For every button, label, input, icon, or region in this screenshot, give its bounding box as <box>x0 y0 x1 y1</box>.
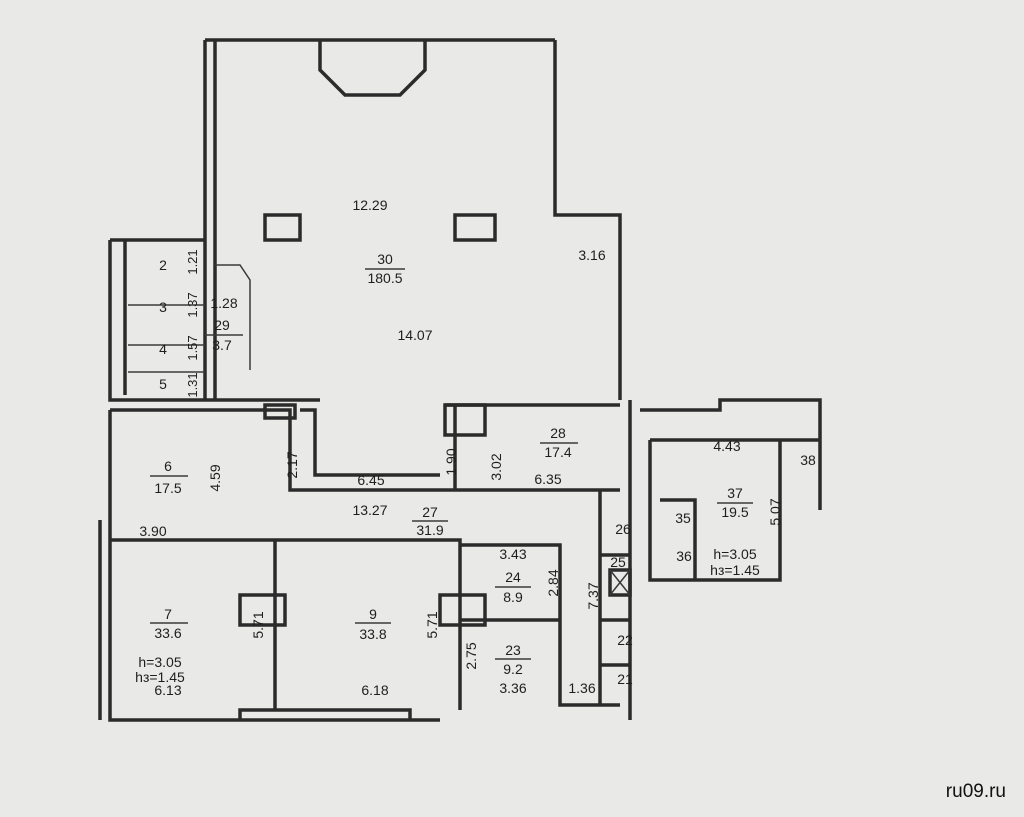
room-number: 29 <box>214 317 230 333</box>
room-number: 6 <box>164 458 172 474</box>
room-area: 17.4 <box>544 444 571 460</box>
wall-segment <box>108 238 320 402</box>
room-area: 33.8 <box>359 626 386 642</box>
dim-label: 3.43 <box>499 546 526 562</box>
room-number: 38 <box>800 452 816 468</box>
room-number: 27 <box>422 504 438 520</box>
walls <box>98 38 822 722</box>
dim-label: 13.27 <box>352 502 387 518</box>
room-area: 180.5 <box>367 270 402 286</box>
ceiling-height: h=3.05 <box>138 654 181 670</box>
wall-segment <box>203 38 622 400</box>
wall-segment <box>238 213 497 627</box>
room-area: 19.5 <box>721 504 748 520</box>
room-number: 3 <box>159 299 167 315</box>
room-number: 24 <box>505 569 521 585</box>
room-area: 3.7 <box>212 337 232 353</box>
dim-label: 1.37 <box>185 292 200 317</box>
dim-label: 5.71 <box>424 611 440 638</box>
room-area: 17.5 <box>154 480 181 496</box>
room-number: 35 <box>675 510 691 526</box>
room-area: 33.6 <box>154 625 181 641</box>
dim-label: 12.29 <box>352 197 387 213</box>
ceiling-height: hз=1.45 <box>135 669 185 685</box>
room-number: 5 <box>159 376 167 392</box>
dim-label: 4.59 <box>207 464 223 491</box>
room-number: 7 <box>164 606 172 622</box>
room-number: 22 <box>617 632 633 648</box>
room-number: 28 <box>550 425 566 441</box>
watermark: ru09.ru <box>945 781 1006 802</box>
dim-label: 3.90 <box>139 523 166 539</box>
dim-label: 3.16 <box>578 247 605 263</box>
dim-label: 1.36 <box>568 680 595 696</box>
room-number: 26 <box>615 521 631 537</box>
wall-segment <box>128 304 205 373</box>
room-number: 37 <box>727 485 743 501</box>
wall-segment <box>318 40 427 97</box>
wall-segment <box>300 403 620 490</box>
dim-label: 3.02 <box>488 453 504 480</box>
wall-segment <box>640 398 822 582</box>
dim-label: 7.37 <box>585 582 601 609</box>
dim-label: 5.07 <box>767 498 783 525</box>
room-number: 9 <box>369 606 377 622</box>
room-area: 31.9 <box>416 522 443 538</box>
room-number: 30 <box>377 251 393 267</box>
dim-label: 6.35 <box>534 471 561 487</box>
room-labels: 12.29 30 180.5 14.07 3.16 2 3 4 5 1.21 1… <box>135 197 816 698</box>
dim-label: 1.31 <box>185 372 200 397</box>
dim-label: 1.21 <box>185 249 200 274</box>
room-number: 4 <box>159 341 167 357</box>
room-number: 2 <box>159 257 167 273</box>
dim-label: 2.84 <box>545 569 561 596</box>
dim-label: 1.28 <box>210 295 237 311</box>
dim-label: 3.36 <box>499 680 526 696</box>
room-number: 25 <box>610 554 626 570</box>
dim-label: 6.18 <box>361 682 388 698</box>
room-number: 36 <box>676 548 692 564</box>
dim-label: 2.75 <box>463 642 479 669</box>
wall-segment <box>460 543 620 707</box>
room-area: 9.2 <box>503 661 523 677</box>
dim-label: 4.43 <box>713 438 740 454</box>
dim-label: 1.57 <box>185 335 200 360</box>
wall-segment <box>98 520 412 720</box>
dim-label: 14.07 <box>397 327 432 343</box>
room-number: 23 <box>505 642 521 658</box>
dim-label: 6.45 <box>357 472 384 488</box>
ceiling-height: hз=1.45 <box>710 562 760 578</box>
wall-segment <box>598 400 632 720</box>
dim-label: 2.17 <box>284 451 300 478</box>
dim-label: 1.90 <box>443 448 459 475</box>
room-number: 21 <box>617 671 633 687</box>
dim-label: 6.13 <box>154 682 181 698</box>
room-area: 8.9 <box>503 589 523 605</box>
ceiling-height: h=3.05 <box>713 546 756 562</box>
dim-label: 5.71 <box>250 611 266 638</box>
wall-segment <box>215 264 631 596</box>
